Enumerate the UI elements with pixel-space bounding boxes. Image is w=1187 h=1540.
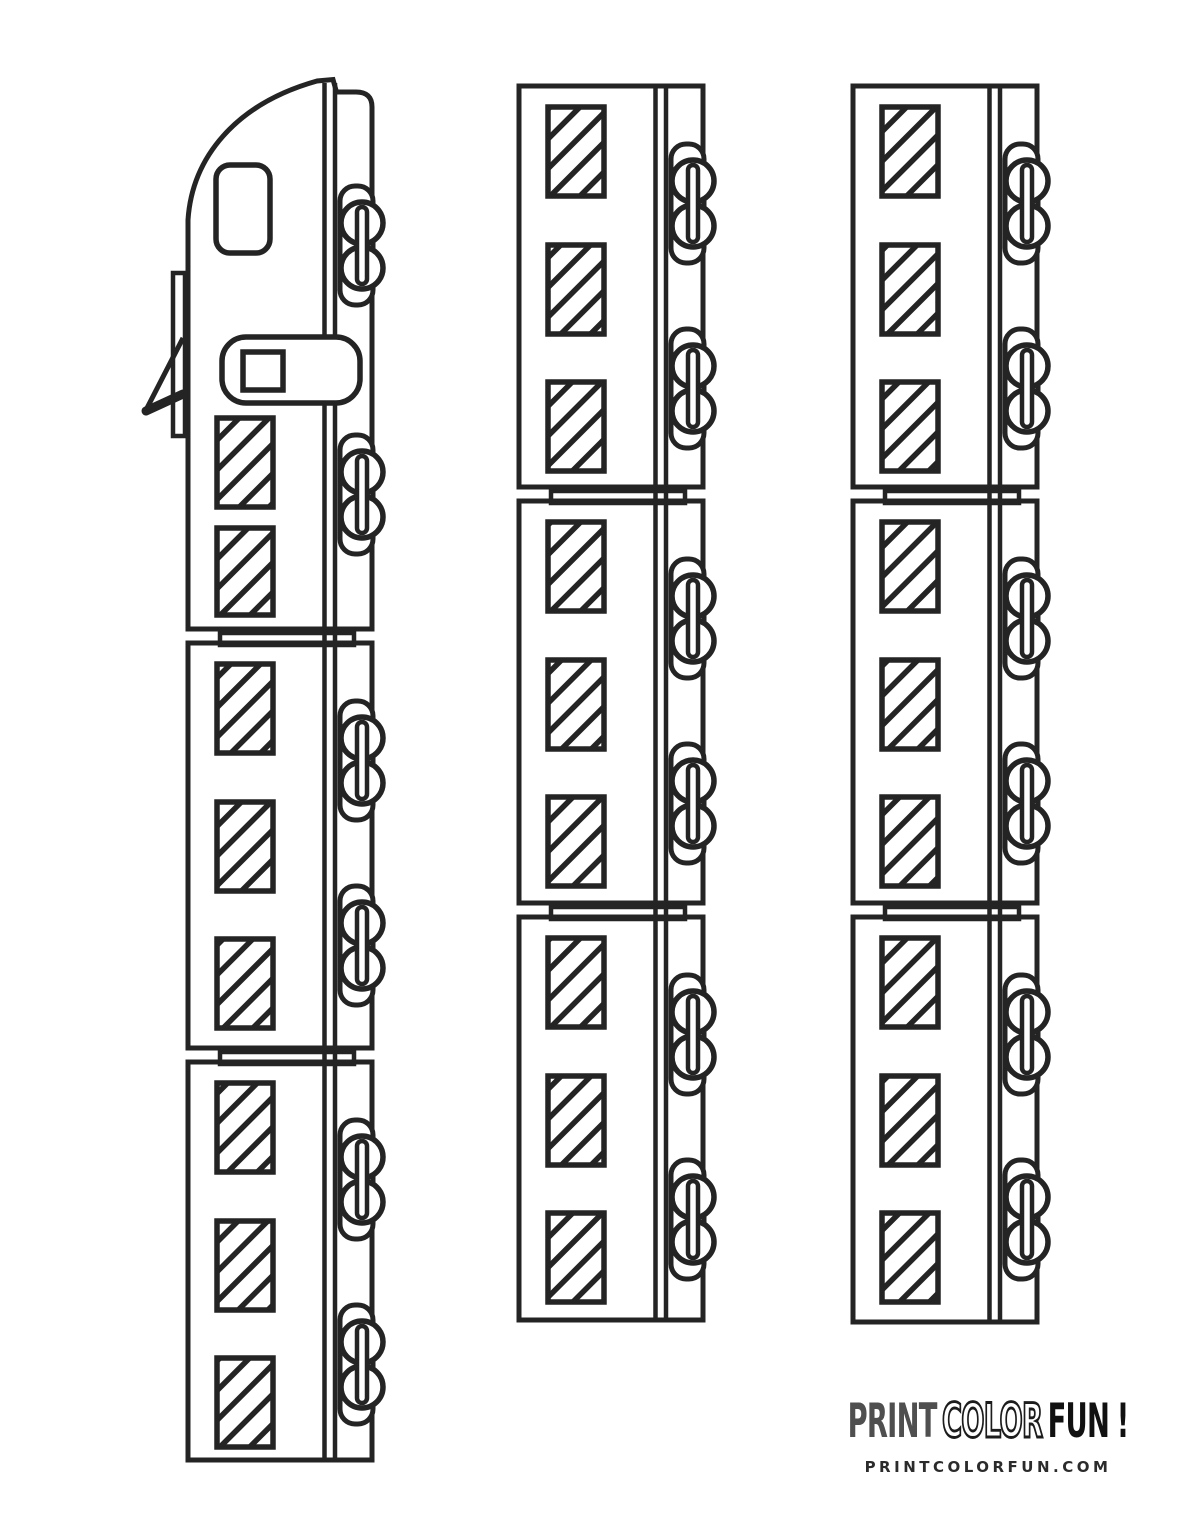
wheel-bogie [668,741,717,866]
wheel-bogie [1002,326,1051,451]
car-window [545,242,607,337]
wheel-rod [685,762,701,845]
headlight-lamp [240,349,286,393]
wheel-bogie [668,141,717,266]
wheel-rod [354,453,370,536]
car-window [879,935,941,1030]
wheel-bogie [337,698,386,823]
train-strip-1 [141,76,386,1463]
wheel-rod [685,993,701,1076]
wheel-bogie [1002,141,1051,266]
train-strip-2 [516,83,717,1323]
wheel-rod [354,719,370,802]
train-strip-3 [850,83,1051,1325]
wheel-bogie [668,556,717,681]
wheel-bogie [1002,741,1051,866]
wheel-bogie [668,326,717,451]
car-coupler [217,1049,357,1067]
car-window [879,1210,941,1305]
car-window [545,935,607,1030]
logo-exclamation: ! [1116,1394,1130,1449]
car-window [879,794,941,889]
car-window [214,525,276,618]
wheel-rod [354,1323,370,1406]
car-coupler [882,488,1022,506]
wheel-rod [354,204,370,287]
car-window [545,379,607,474]
car-window [545,1210,607,1305]
wheel-rod [1019,762,1035,845]
wheel-bogie [668,972,717,1097]
locomotive-windshield [213,162,273,256]
wheel-rod [1019,993,1035,1076]
car-window [214,1355,276,1450]
wheel-rod [1019,1178,1035,1261]
car-window [545,104,607,199]
wheel-bogie [1002,1157,1051,1282]
car-window [214,1080,276,1175]
car-window [214,415,276,510]
logo-word-color: COLOR [941,1394,1044,1449]
wheel-rod [685,347,701,430]
wheel-rod [1019,347,1035,430]
pantograph-arm [141,389,188,416]
wheel-rod [1019,577,1035,660]
car-window [545,1073,607,1168]
wheel-bogie [337,1302,386,1427]
car-window [879,519,941,614]
logo-wordmark: PRINT COLOR FUN ! [848,1394,1130,1449]
wheel-bogie [337,883,386,1008]
wheel-rod [685,162,701,245]
car-window [545,657,607,752]
wheel-rod [685,577,701,660]
wheel-rod [1019,162,1035,245]
car-coupler [548,488,688,506]
car-window [879,657,941,752]
wheel-rod [354,1138,370,1221]
wheel-rod [354,904,370,987]
car-coupler [548,904,688,922]
wheel-bogie [337,183,386,308]
logo-word-print: PRINT [847,1394,938,1449]
car-window [545,519,607,614]
car-window [879,242,941,337]
car-window [214,936,276,1031]
wheel-bogie [668,1157,717,1282]
car-window [214,1218,276,1313]
wheel-rod [685,1178,701,1261]
wheel-bogie [1002,972,1051,1097]
wheel-bogie [337,432,386,557]
wheel-bogie [337,1117,386,1242]
car-window [214,661,276,756]
car-coupler [882,904,1022,922]
logo-site-url: PRINTCOLORFUN.COM [864,1457,1112,1476]
car-window [879,1073,941,1168]
car-coupler [217,630,357,648]
wheel-bogie [1002,556,1051,681]
printcolorfun-logo: PRINT COLOR FUN ! PRINTCOLORFUN.COM [838,1394,1138,1476]
pantograph-arm [143,336,186,412]
car-window [214,799,276,894]
car-window [879,379,941,474]
logo-word-fun: FUN [1047,1394,1110,1449]
car-window [879,104,941,199]
car-window [545,794,607,889]
